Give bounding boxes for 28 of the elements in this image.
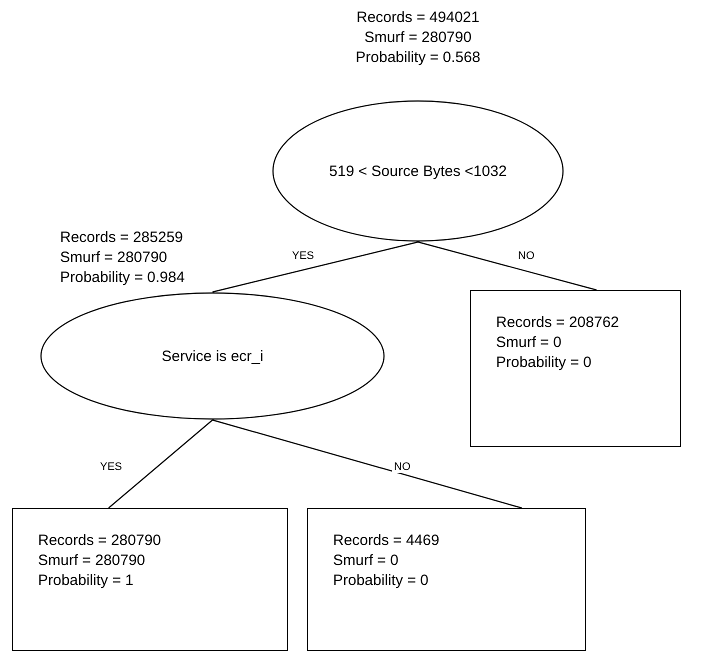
branch-line [212,419,522,509]
node-text: Smurf = 0 [333,551,400,571]
node-stats: Probability = 0.984 [60,268,185,288]
node-text: Smurf = 0 [496,333,562,353]
edge-label: NO [392,461,412,473]
branch-line [108,420,213,508]
branch-line [418,241,597,291]
node-text: Probability = 1 [38,571,134,591]
node-text: Records = 280790 [38,531,162,551]
node-stats: Probability = 0.568 [354,48,482,68]
edge-label: YES [98,461,124,473]
leaf-box [12,508,288,651]
edge-label: YES [290,250,316,262]
node-text: Smurf = 280790 [38,551,146,571]
node-stats: Records = 285259 [60,228,184,248]
leaf-box [470,290,681,447]
node-text: Service is ecr_i [162,348,264,364]
edge-label: NO [516,250,536,262]
node-text: Records = 208762 [496,313,620,333]
node-text: Probability = 0 [333,571,430,591]
leaf-box [307,508,586,651]
node-text: Probability = 0 [496,353,592,373]
branch-line [212,241,418,293]
node-text: 519 < Source Bytes <1032 [329,162,507,180]
node-stats: Records = 494021 [355,8,480,28]
node-stats: Smurf = 280790 [60,248,168,268]
node-text: Records = 4469 [333,531,440,551]
node-stats: Smurf = 280790 [363,28,473,48]
